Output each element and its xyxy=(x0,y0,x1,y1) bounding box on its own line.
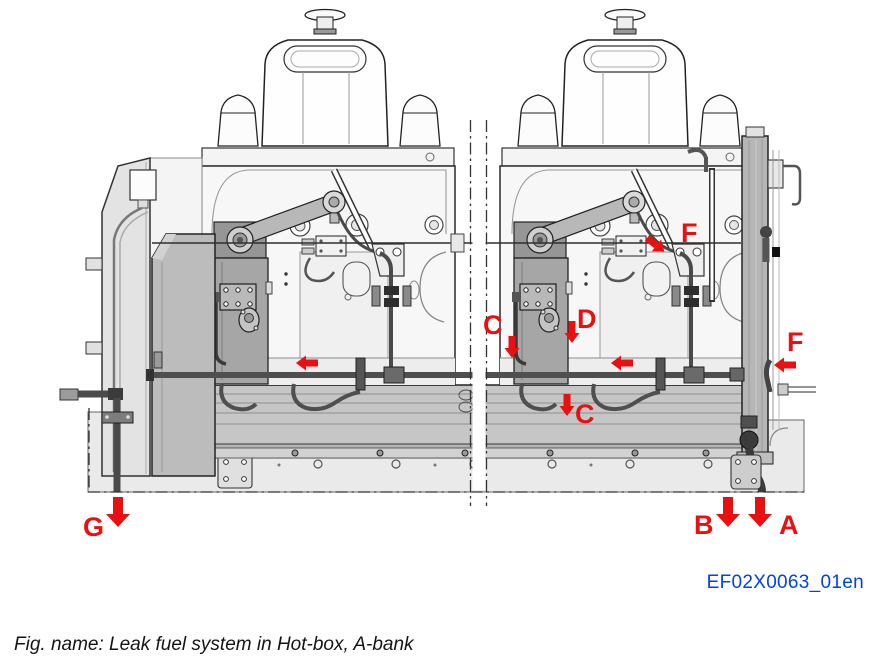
engine-segment-left xyxy=(85,10,455,477)
arrow-f-right xyxy=(774,357,796,373)
drain-pipe-ab xyxy=(730,447,766,493)
drain-pipe-g xyxy=(59,388,134,492)
engine-segment-right xyxy=(500,10,816,465)
leak-fuel-rail xyxy=(146,357,745,391)
figure-caption: Fig. name: Leak fuel system in Hot-box, … xyxy=(14,634,414,655)
label-g: G xyxy=(83,512,104,542)
annotation-labels: F C D C F B A G xyxy=(83,218,804,542)
label-a: A xyxy=(779,510,799,540)
label-f-top: F xyxy=(681,218,698,248)
rod-bracket xyxy=(450,233,465,253)
label-d: D xyxy=(577,304,597,334)
arrow-g xyxy=(106,497,130,527)
label-c-mid: C xyxy=(483,310,503,340)
drawing-id: EF02X0063_01en xyxy=(706,572,864,593)
label-c-bottom: C xyxy=(575,399,595,429)
label-f-right: F xyxy=(787,327,804,357)
section-break-lines xyxy=(88,118,804,506)
arrow-a xyxy=(748,497,772,527)
hotbox-base-beam xyxy=(169,384,747,459)
arrow-b xyxy=(716,497,740,527)
label-b: B xyxy=(694,510,714,540)
